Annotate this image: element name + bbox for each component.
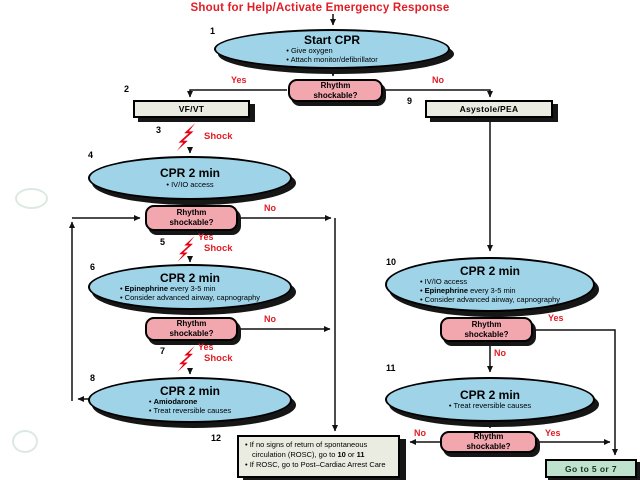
rhythm-decision-right-1: Rhythm shockable? [440,317,533,342]
node-bullet: Attach monitor/defibrillator [286,55,378,64]
vfvt-box: VF/VT [133,100,250,118]
cpr-2min-node-8: CPR 2 min Amiodarone Treat reversible ca… [88,377,292,423]
yes-label: Yes [198,232,214,242]
shock-bolt-icon [177,236,195,262]
rhythm-decision-right-2: Rhythm shockable? [440,431,537,453]
node-bullet: Give oxygen [286,46,377,55]
rhythm-decision-left-1: Rhythm shockable? [145,205,238,231]
no-label: No [264,203,276,213]
step-number-6: 6 [90,262,96,272]
node-title: CPR 2 min [159,166,220,181]
rhythm-decision-left-2: Rhythm shockable? [145,317,238,341]
node-title: CPR 2 min [459,387,520,402]
step-number-2: 2 [124,84,130,94]
node-bullet: Epinephrine every 3-5 min [420,286,560,295]
step-number-7: 7 [160,346,166,356]
rhythm-decision-top: Rhythm shockable? [288,79,383,102]
asystole-pea-box: Asystole/PEA [425,100,553,118]
punch-hole-oval [15,188,48,209]
punch-hole-oval [12,430,38,453]
step-number-9: 9 [407,96,413,106]
node-title: CPR 2 min [159,270,220,285]
step-number-12: 12 [211,433,222,443]
yes-label: Yes [198,342,214,352]
node-bullet: If ROSC, go to Post–Cardiac Arrest Care [245,460,394,470]
shock-bolt-icon [176,123,196,151]
step-number-5: 5 [160,237,166,247]
node-title: CPR 2 min [459,263,520,278]
cpr-2min-node-6: CPR 2 min Epinephrine every 3-5 min Cons… [88,264,292,310]
yes-label: Yes [548,313,564,323]
node-bullet: Consider advanced airway, capnography [420,295,560,304]
no-label: No [432,75,444,85]
shock-bolt-icon [177,346,195,372]
node-bullet: Epinephrine every 3-5 min [120,284,260,293]
start-cpr-node: Start CPR Give oxygen Attach monitor/def… [214,29,450,69]
node-bullet: IV/IO access [420,277,560,286]
node-bullet: Treat reversible causes [449,401,531,410]
shock-label: Shock [204,243,233,254]
yes-label: Yes [231,75,247,85]
node-bullet: Consider advanced airway, capnography [120,293,260,302]
no-label: No [414,428,426,438]
node-bullet: IV/IO access [166,180,214,189]
rosc-outcome-box: If no signs of return of spontaneous cir… [237,435,400,478]
cpr-2min-node-4: CPR 2 min IV/IO access [88,156,292,200]
no-label: No [264,314,276,324]
goto-5-or-7-box: Go to 5 or 7 [545,459,637,478]
page-title: Shout for Help/Activate Emergency Respon… [190,2,450,14]
no-label: No [494,348,506,358]
yes-label: Yes [545,428,561,438]
shock-label: Shock [204,131,233,142]
node-bullet: Amiodarone [149,397,231,406]
step-number-1: 1 [210,26,216,36]
step-number-3: 3 [156,125,162,135]
node-title: Start CPR [303,32,360,47]
cpr-2min-node-11: CPR 2 min Treat reversible causes [385,377,595,422]
node-bullet: If no signs of return of spontaneous cir… [245,440,394,460]
step-number-8: 8 [90,373,96,383]
node-title: CPR 2 min [159,383,220,398]
shock-label: Shock [204,353,233,364]
node-bullet: Treat reversible causes [149,406,231,415]
step-number-11: 11 [386,363,396,373]
step-number-10: 10 [386,257,397,267]
step-number-4: 4 [88,150,94,160]
cpr-2min-node-10: CPR 2 min IV/IO access Epinephrine every… [385,257,595,312]
